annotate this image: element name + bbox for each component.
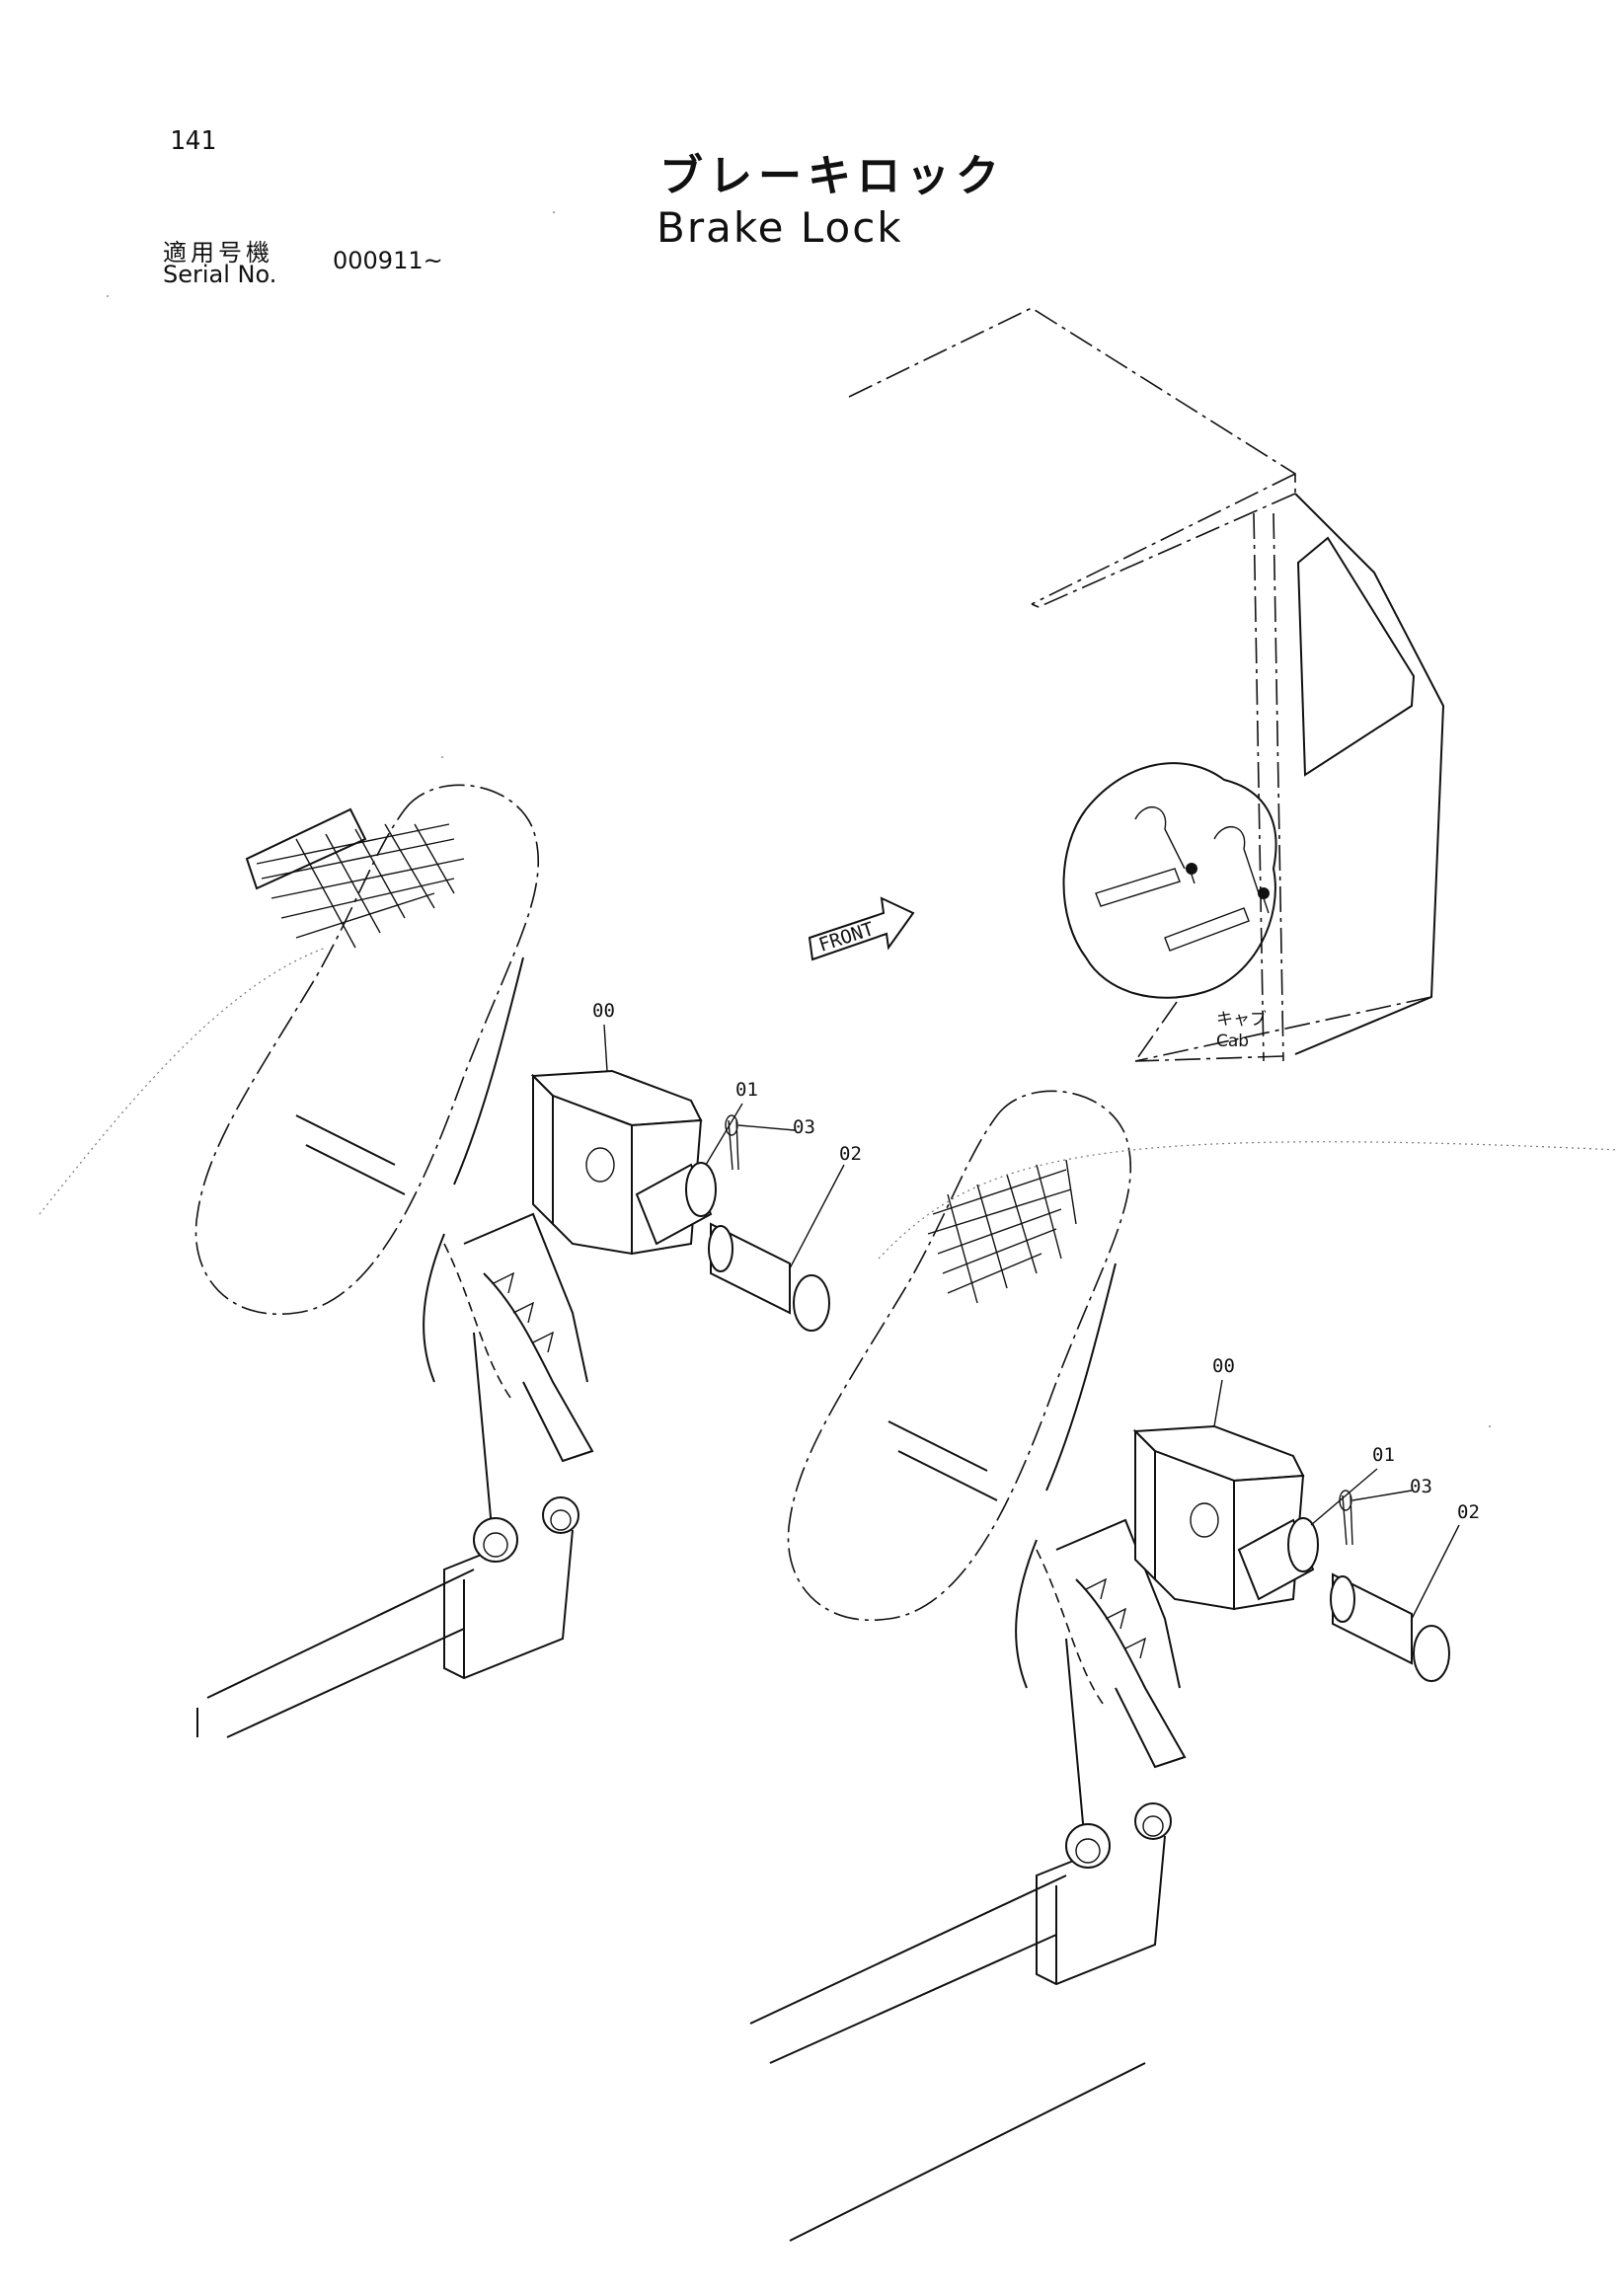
right-brake-pedal [749,1090,1620,2242]
left-label-02: 02 [839,1143,862,1165]
page-number: 141 [170,126,216,156]
left-label-01: 01 [735,1079,758,1101]
left-part-labels: 00 01 03 02 [592,1000,862,1269]
right-label-00: 00 [1212,1355,1235,1377]
serial-number-value: 000911~ [333,247,443,274]
cab-detail-inset [1062,762,1277,999]
left-brake-pedal [39,784,594,1738]
cab-label-english: Cab [1216,1032,1249,1051]
right-label-02: 02 [1457,1501,1480,1523]
left-cotter-03 [725,1114,739,1171]
cab-outline [848,307,1445,1062]
serial-label-japanese: 適用号機 [163,239,273,267]
right-clevis-pin-02 [1330,1572,1450,1682]
cab-label-japanese: キャブ [1216,1009,1267,1030]
cab-label: キャブ Cab [1216,1009,1267,1051]
left-clevis-pin-02 [708,1222,830,1332]
right-label-01: 01 [1372,1444,1395,1466]
title-english: Brake Lock [656,203,903,252]
left-label-00: 00 [592,1000,615,1022]
right-part-labels: 00 01 03 02 [1212,1355,1480,1620]
left-label-03: 03 [793,1116,815,1138]
front-arrow: FRONT [808,896,915,961]
serial-label-english: Serial No. [163,261,277,288]
front-label: FRONT [816,918,877,957]
right-pin-01 [1237,1517,1319,1601]
left-pin-01 [635,1162,717,1246]
title-japanese: ブレーキロック [659,151,1005,201]
right-label-03: 03 [1410,1476,1432,1497]
